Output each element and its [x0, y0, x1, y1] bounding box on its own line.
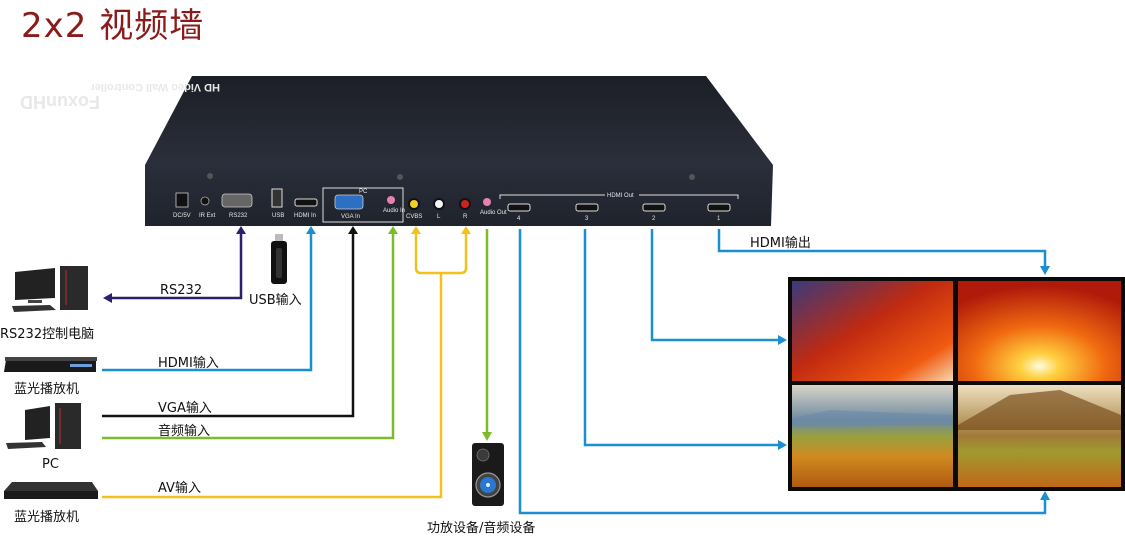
screen-1 [792, 281, 953, 381]
hdmi-out-1-port [707, 203, 731, 212]
rs232-computer-icon [12, 266, 88, 312]
audio-in-connection-label: 音频输入 [158, 424, 211, 439]
cvbs-port [408, 198, 420, 210]
cvbs-label: CVBS [406, 214, 422, 220]
hdmi-out-2-port [642, 203, 666, 212]
usb-stick-icon [271, 234, 287, 284]
ir-label: IR Ext [199, 213, 216, 219]
rs232-cable [110, 233, 243, 300]
dc-label: DC/5V [173, 213, 191, 219]
screen-2 [958, 281, 1121, 381]
cables [102, 226, 1050, 515]
audio-in-label: Audio In [383, 208, 405, 214]
page-title: 2x2 视频墙 [21, 6, 205, 46]
audio-l-port [433, 198, 445, 210]
arrow-icon [1040, 266, 1050, 275]
arrow-icon [461, 226, 471, 234]
audio-in-port [387, 196, 395, 204]
speaker-icon [472, 443, 504, 506]
video-wall-controller: HD Video Wall Controller FoxunHD DC/5V I… [20, 76, 773, 226]
usb-label: USB [272, 213, 284, 219]
audio-r-port [459, 198, 471, 210]
hdmi-in-label: HDMI In [294, 213, 316, 219]
av-cable [102, 273, 443, 499]
rs232-computer-label: RS232控制电脑 [0, 327, 95, 342]
brand-text: FoxunHD [20, 92, 100, 112]
audio-out-label: Audio Out [480, 210, 507, 216]
pc-group [322, 187, 404, 223]
bluray-player-1-icon [4, 357, 97, 372]
screen-3 [792, 385, 953, 487]
dc-port [175, 192, 189, 208]
arrow-icon [103, 293, 112, 303]
arrow-icon [411, 226, 421, 234]
screw-icon [689, 174, 695, 180]
arrow-icon [482, 432, 492, 441]
arrow-icon [306, 226, 316, 234]
audio-l-label: L [437, 214, 441, 220]
pc-icon [6, 403, 81, 449]
arrow-icon [348, 226, 358, 234]
arrow-icon [236, 226, 246, 234]
controller-front-panel [145, 165, 773, 226]
arrow-icon [778, 440, 787, 450]
hdmi-out-3-label: 3 [585, 216, 589, 222]
hdmi-out-1-cable [717, 229, 1047, 266]
hdmi-out-2-label: 2 [652, 216, 656, 222]
ir-port [200, 196, 210, 206]
hdmi-out-1-label: 1 [717, 216, 721, 222]
vga-in-label: VGA In [341, 214, 360, 220]
vga-in-port [334, 194, 364, 210]
hdmi-out-connection-label: HDMI输出 [750, 236, 811, 251]
hdmi-out-3-cable [583, 229, 778, 447]
pc-group-label: PC [359, 189, 368, 195]
av-split-cable [414, 233, 468, 275]
arrow-icon [778, 335, 787, 345]
model-text: HD Video Wall Controller [90, 81, 220, 93]
vga-connection-label: VGA输入 [158, 401, 212, 416]
screw-icon [397, 174, 403, 180]
pc-label: PC [42, 457, 59, 472]
hdmi-in-connection-label: HDMI输入 [158, 356, 219, 371]
rs232-label: RS232 [229, 213, 248, 219]
av-connection-label: AV输入 [158, 481, 201, 496]
hdmi-out-2-cable [650, 229, 778, 342]
hdmi-in-cable [102, 233, 313, 372]
bluray-player-1-label: 蓝光播放机 [14, 382, 80, 397]
hdmi-out-3-port [575, 203, 599, 212]
hdmi-out-4-label: 4 [517, 216, 521, 222]
rs232-connection-label: RS232 [160, 283, 203, 298]
usb-connection-label: USB输入 [249, 293, 302, 308]
video-wall [788, 277, 1125, 491]
usb-port [271, 188, 283, 208]
audio-out-port [483, 198, 491, 206]
audio-in-cable [102, 233, 395, 440]
bluray-player-2-icon [4, 482, 98, 499]
speaker-label: 功放设备/音频设备 [427, 521, 536, 536]
vga-cable [102, 233, 355, 418]
hdmi-out-group-label: HDMI Out [607, 193, 634, 199]
arrow-icon [388, 226, 398, 234]
controller-top [145, 76, 773, 165]
hdmi-in-port [294, 198, 318, 207]
hdmi-out-4-port [507, 203, 531, 212]
arrow-icon [1040, 491, 1050, 500]
hdmi-out-4-cable [518, 229, 1047, 515]
screw-icon [207, 173, 213, 179]
bluray-player-2-label: 蓝光播放机 [14, 510, 80, 525]
audio-r-label: R [463, 214, 468, 220]
rs232-port [221, 193, 253, 208]
